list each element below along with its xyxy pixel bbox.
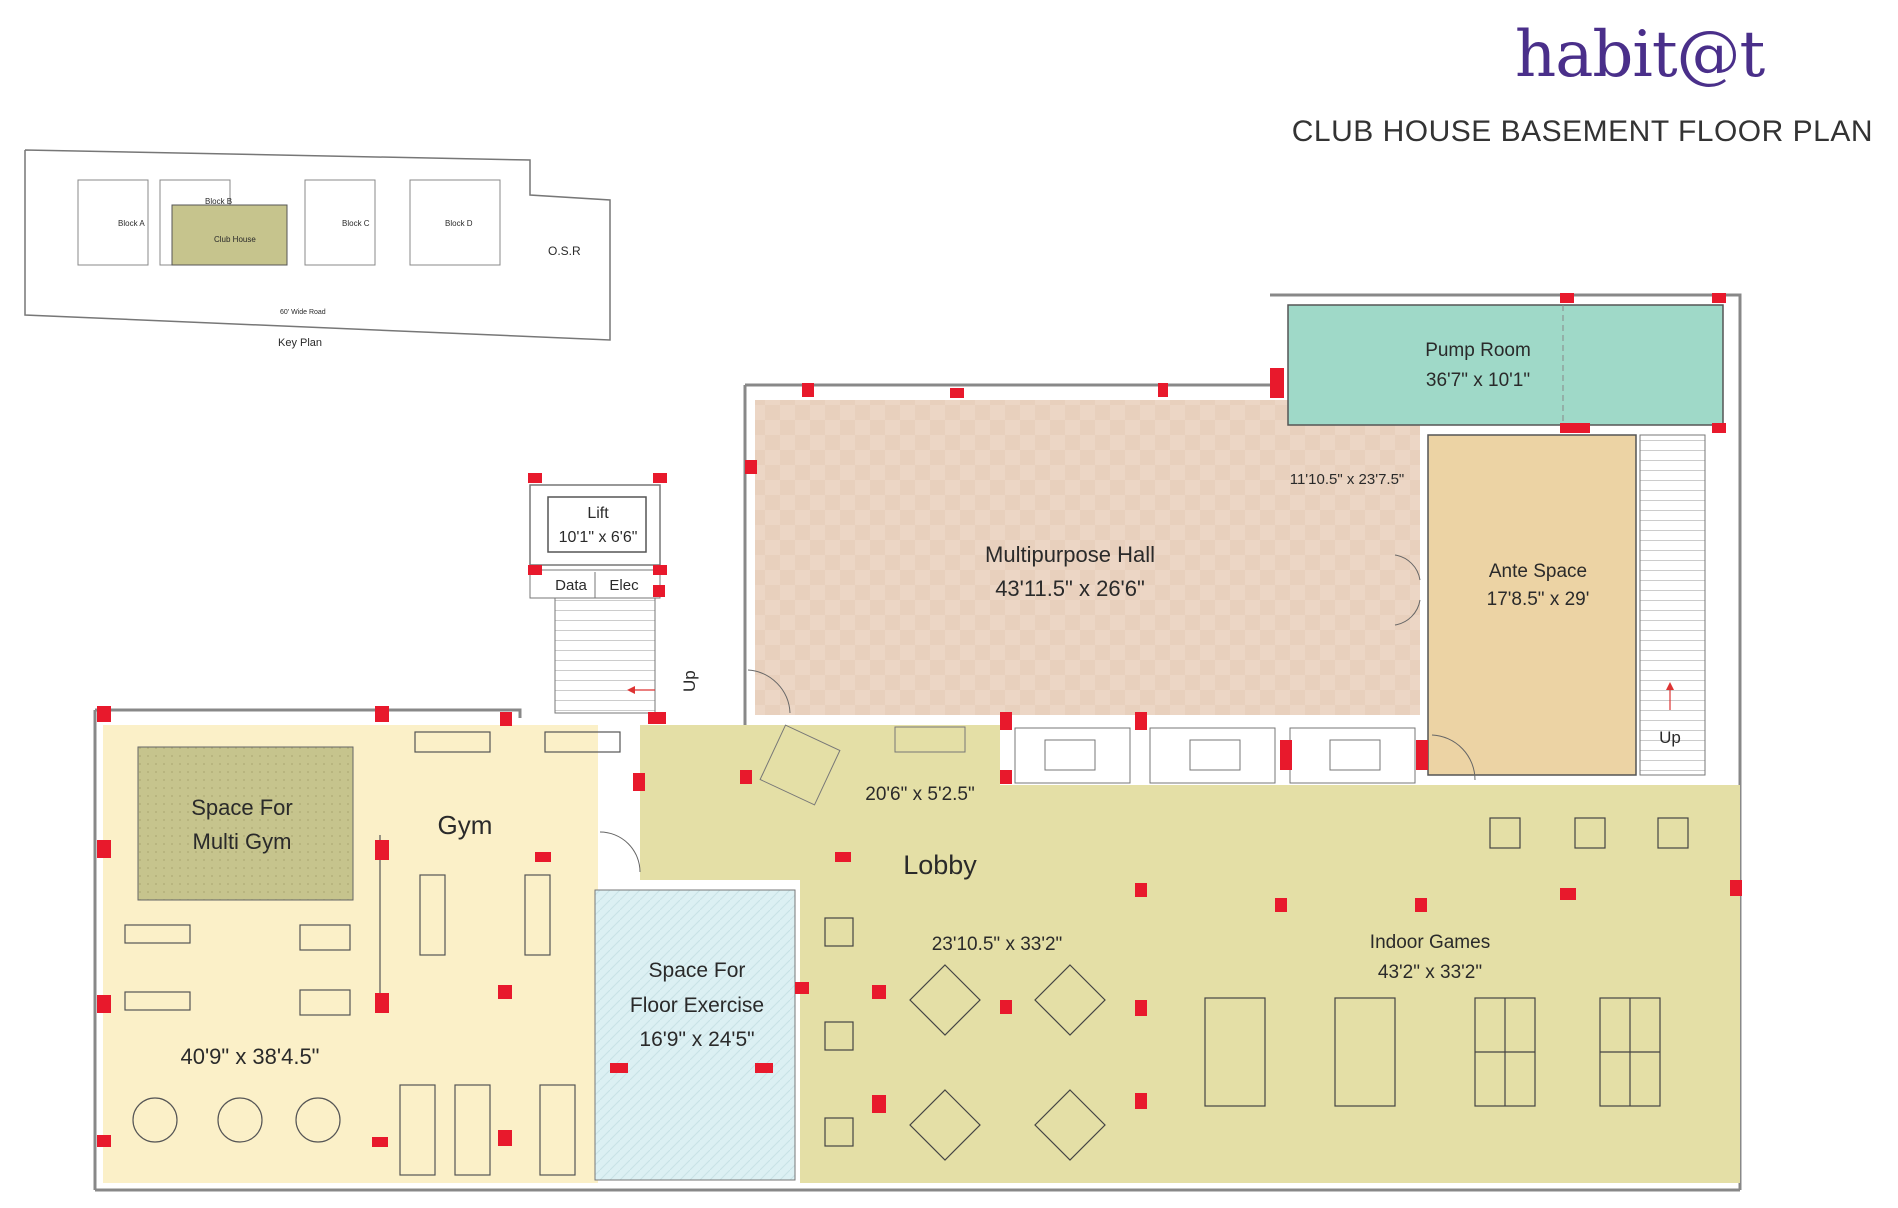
ante-space-name: Ante Space [1489, 561, 1587, 582]
keyplan-block-d [409, 179, 501, 266]
lobby-size: 23'10.5" x 33'2" [932, 934, 1063, 955]
multipurpose-hall-name: Multipurpose Hall [985, 542, 1155, 567]
multipurpose-hall-size: 43'11.5" x 26'6" [995, 576, 1145, 601]
corridor-shafts [1014, 727, 1416, 784]
multi-gym-line2: Multi Gym [193, 829, 292, 854]
multi-gym-space [137, 746, 354, 901]
brand-logo: habit@t [1515, 18, 1765, 92]
lobby-name: Lobby [903, 850, 977, 880]
keyplan-club-house [171, 204, 288, 266]
multipurpose-hall [755, 400, 1420, 715]
reception-counter [894, 726, 966, 753]
multi-gym-line1: Space For [191, 795, 293, 820]
gym-name: Gym [438, 810, 493, 840]
keyplan-label-block-b: Block B [205, 197, 232, 206]
elec-room-label: Elec [609, 577, 639, 594]
key-plan: Block A Block B Club House Block C Block… [24, 149, 611, 349]
pump-room [1287, 304, 1724, 426]
up-label-left: Up [680, 670, 699, 692]
reception-size: 20'6" x 5'2.5" [865, 784, 974, 805]
indoor-games-size: 43'2" x 33'2" [1378, 962, 1482, 983]
keyplan-label-club-house: Club House [214, 235, 256, 244]
lobby-furniture [824, 817, 1689, 1161]
floor-exercise-line1: Space For [649, 959, 746, 982]
floor-exercise-size: 16'9" x 24'5" [639, 1028, 754, 1051]
page-title: CLUB HOUSE BASEMENT FLOOR PLAN [1291, 115, 1873, 148]
keyplan-label-block-c: Block C [342, 219, 370, 228]
lift-size: 10'1" x 6'6" [559, 529, 638, 546]
up-arrow-left-icon [627, 686, 655, 694]
keyplan-block-a [77, 179, 149, 266]
pump-room-size: 36'7" x 10'1" [1426, 370, 1530, 391]
keyplan-label-block-d: Block D [445, 219, 473, 228]
lobby-floor [640, 725, 1740, 1183]
pump-room-name: Pump Room [1425, 340, 1531, 361]
keyplan-caption: Key Plan [278, 337, 322, 349]
building-outline [93, 293, 1742, 1192]
floor-exercise-line2: Floor Exercise [630, 994, 764, 1017]
staircase-right [1639, 434, 1706, 776]
structural-columns [97, 293, 1742, 1147]
hall-annex-size: 11'10.5" x 23'7.5" [1290, 471, 1405, 488]
floor-exercise-space [594, 889, 796, 1181]
keyplan-label-road: 60' Wide Road [280, 309, 326, 316]
up-label-right: Up [1659, 728, 1681, 747]
ante-space-size: 17'8.5" x 29' [1487, 589, 1590, 610]
ante-space [1427, 434, 1637, 776]
gym-equipment [124, 731, 621, 1176]
data-room-label: Data [555, 577, 587, 594]
keyplan-label-block-a: Block A [118, 219, 145, 228]
staircase-left [554, 597, 656, 714]
keyplan-label-osr: O.S.R [548, 244, 581, 258]
indoor-games-name: Indoor Games [1370, 932, 1490, 953]
up-arrow-right-icon [1666, 682, 1674, 710]
keyplan-block-c [304, 179, 376, 266]
gym-size: 40'9" x 38'4.5" [180, 1044, 319, 1069]
lift-name: Lift [587, 505, 609, 522]
